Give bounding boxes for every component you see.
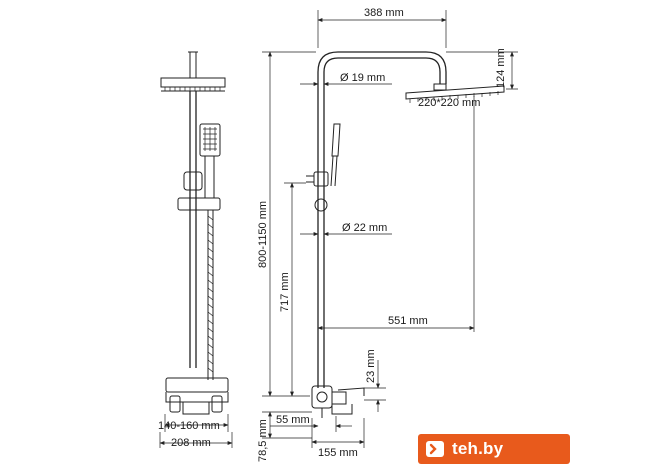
dim-head-height-label: 124 mm: [495, 48, 507, 88]
hand-shower-front: [199, 123, 221, 199]
dim-spout-length-label: 155 mm: [318, 447, 358, 459]
mixer-front: [165, 377, 229, 415]
rain-head-front: [160, 77, 226, 92]
front-view: 140-160 mm 208 mm: [158, 51, 233, 449]
dim-spout-left-label: 55 mm: [276, 414, 310, 426]
dim-centers-label: 140-160 mm: [158, 420, 220, 432]
dim-reach-label: 551 mm: [388, 315, 428, 327]
rain-head-side: [405, 83, 505, 103]
dim-spout-offset-label: 23 mm: [365, 349, 377, 383]
teh-watermark-text: teh.by: [452, 439, 504, 458]
dim-pipe-top-label: Ø 19 mm: [340, 72, 385, 84]
dim-head-size-label: 220*220 mm: [418, 97, 480, 109]
dim-overall-width-label: 208 mm: [171, 437, 211, 449]
teh-logo-icon: [418, 434, 452, 464]
dim-pipe-lower-label: Ø 22 mm: [342, 222, 387, 234]
side-view: 388 mm 124 mm Ø 19 mm 220*220 mm Ø 22 mm…: [257, 7, 518, 462]
teh-watermark: teh.by: [418, 434, 570, 464]
dim-base-height-label: 78,5 mm: [257, 419, 269, 462]
mixer-side: [311, 385, 365, 418]
dim-top-width-label: 388 mm: [364, 7, 404, 19]
dim-total-height-label: 800-1150 mm: [257, 201, 269, 268]
dim-mixer-height-label: 717 mm: [279, 272, 291, 312]
hand-shower-side: [330, 123, 341, 187]
